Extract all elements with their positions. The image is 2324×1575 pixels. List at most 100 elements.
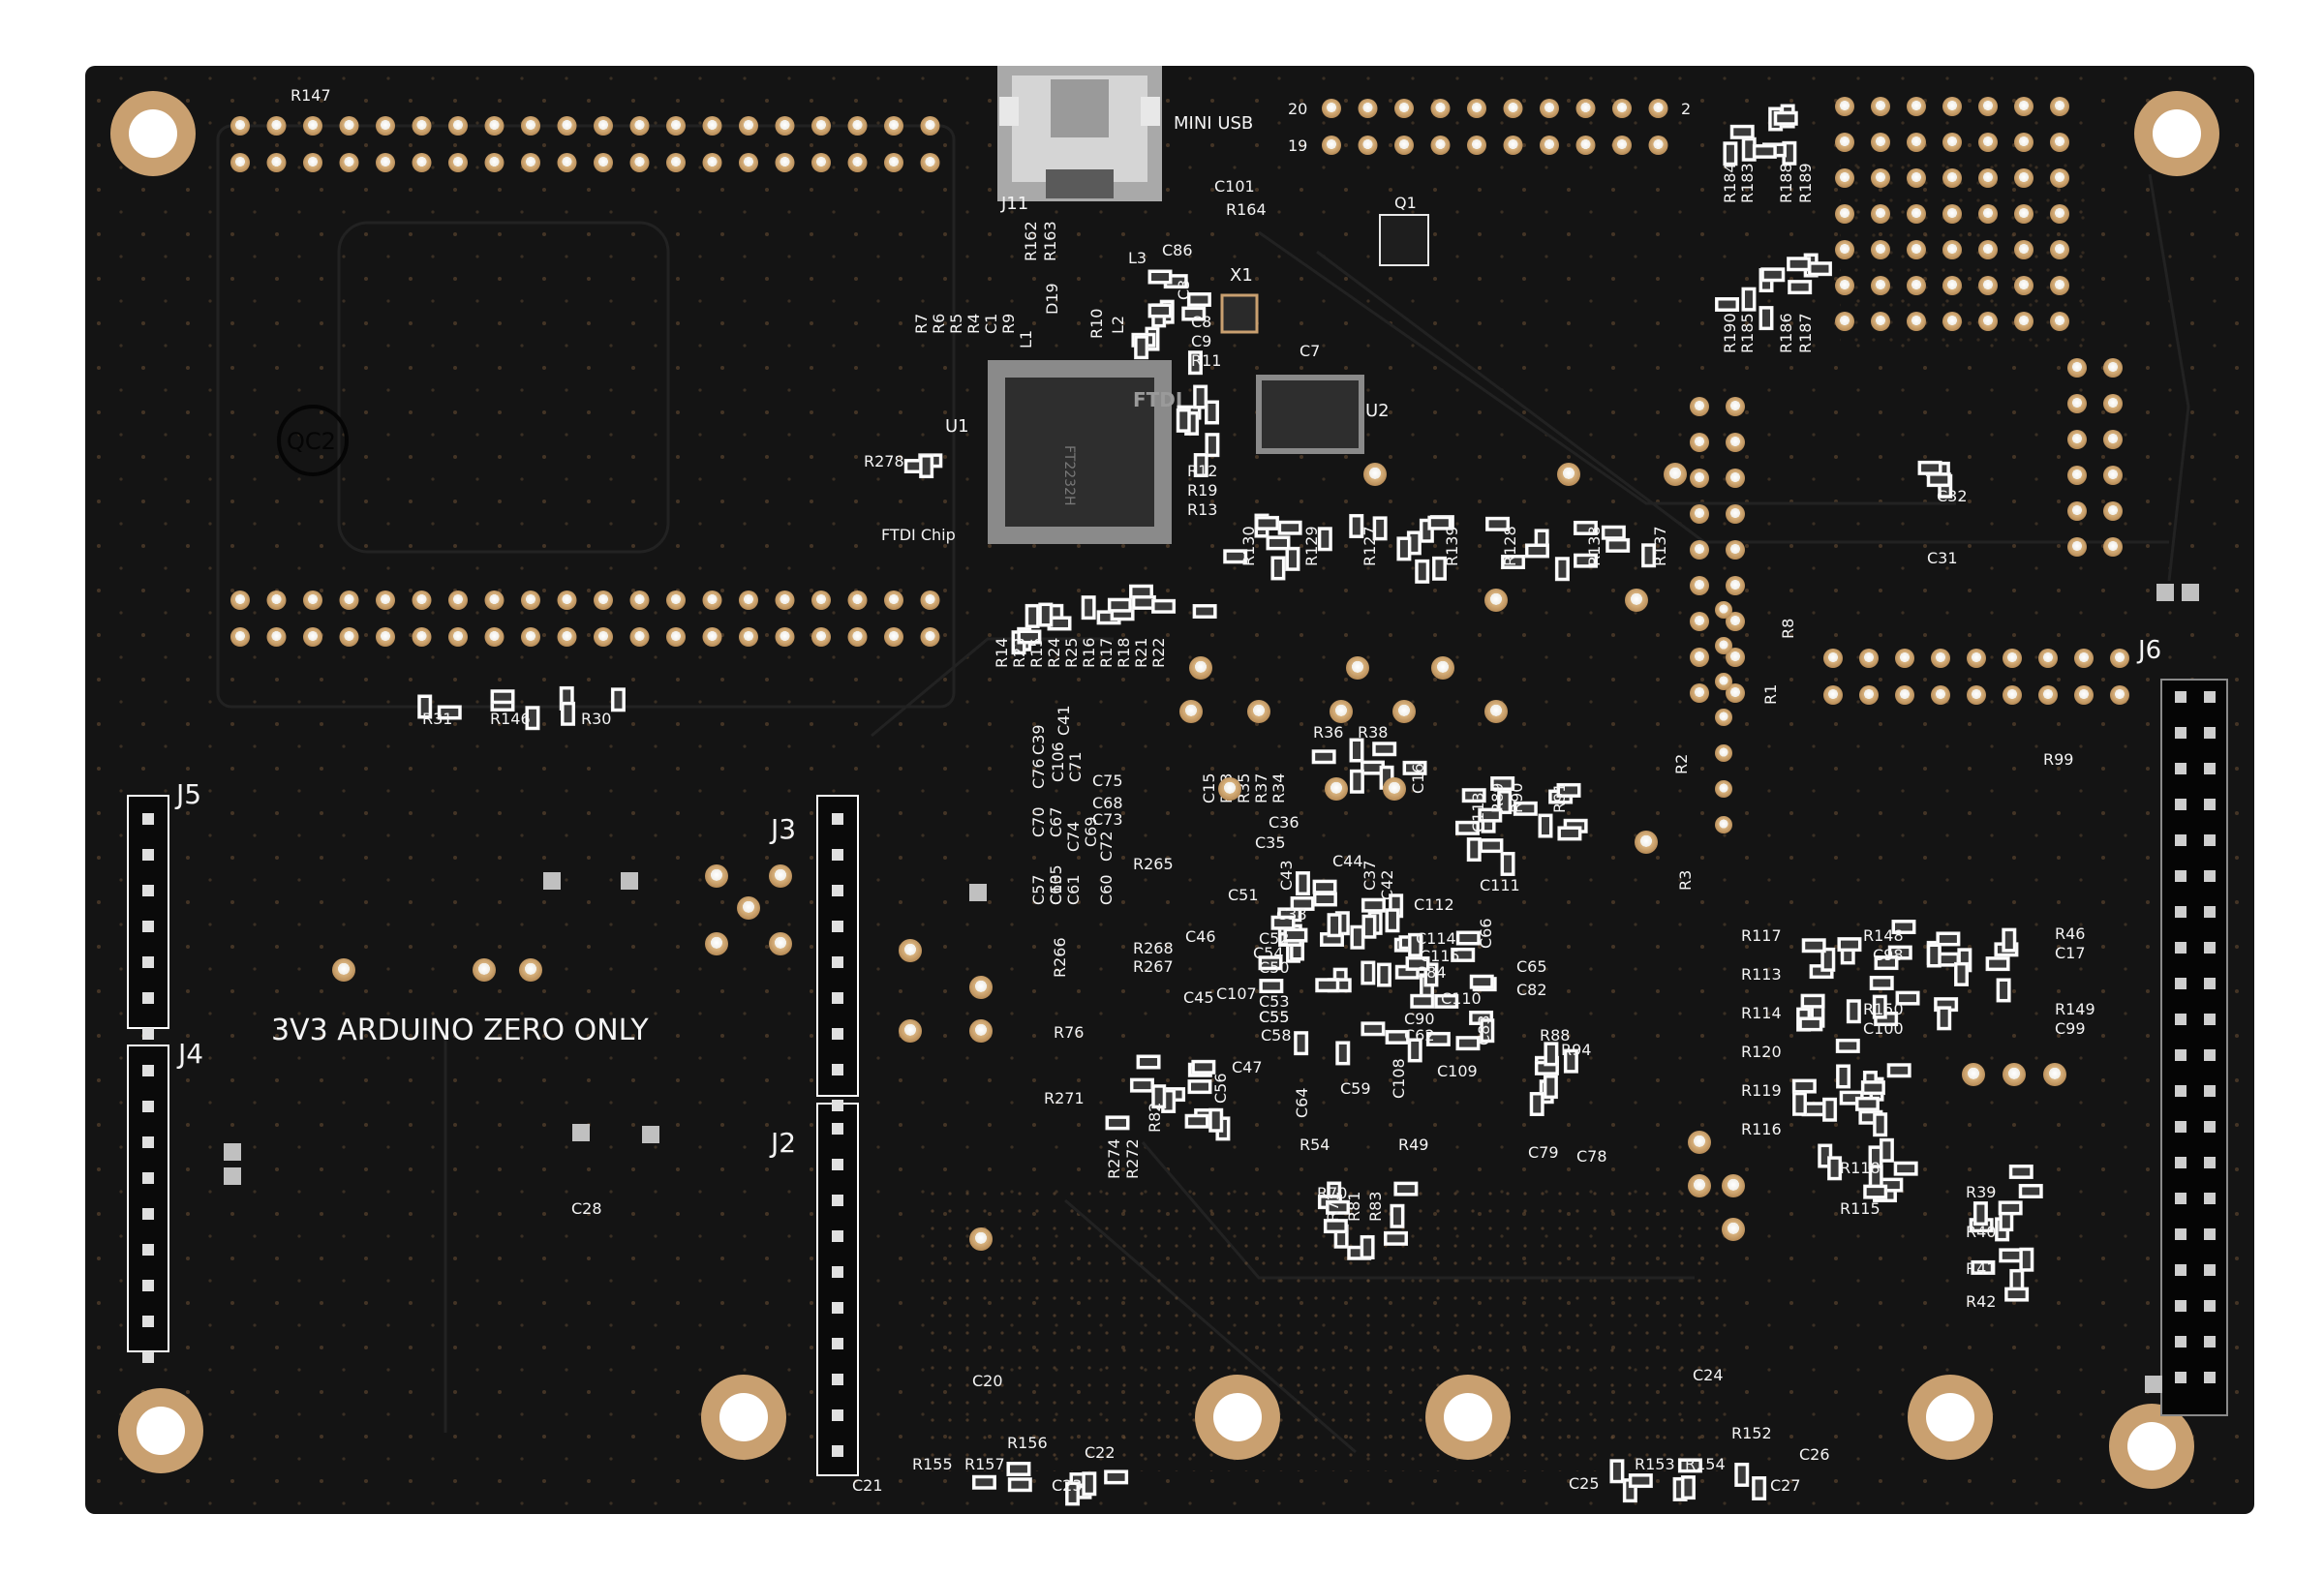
designator-label: C22 xyxy=(1085,1443,1116,1462)
header-j4 xyxy=(127,1045,169,1352)
designator-label: C112 xyxy=(1414,895,1454,914)
designator-label: C36 xyxy=(1269,813,1300,832)
designator-label: C50 xyxy=(1259,958,1290,977)
designator-label: C27 xyxy=(1770,1476,1801,1495)
designator-label: R1 xyxy=(1761,684,1780,705)
designator-label: C60 xyxy=(1097,874,1116,905)
pin-row-right xyxy=(1823,649,2129,705)
designator-label: C90 xyxy=(1404,1010,1435,1028)
designator-label: R35 xyxy=(1235,773,1253,803)
designator-label: R24 xyxy=(1045,638,1063,668)
smd-cluster xyxy=(417,104,2043,1506)
header-j6 xyxy=(2160,679,2228,1416)
designator-label: R12 xyxy=(1187,462,1217,480)
designator-label: R185 xyxy=(1738,313,1757,353)
designator-label: R21 xyxy=(1132,638,1150,668)
j3-label: J3 xyxy=(769,813,796,845)
designator-label: C47 xyxy=(1232,1058,1263,1076)
designator-label: C106 xyxy=(1049,742,1067,782)
designator-label: R14 xyxy=(993,638,1011,668)
designator-label: C100 xyxy=(1863,1019,1904,1038)
designator-label: C113 xyxy=(1469,792,1487,833)
designator-label: C24 xyxy=(1693,1366,1724,1384)
designator-label: R274 xyxy=(1105,1138,1123,1179)
u2-label: U2 xyxy=(1365,401,1390,421)
pin-column-center xyxy=(1690,397,1745,833)
designator-label: C69 xyxy=(1082,816,1100,847)
designator-label: R42 xyxy=(1966,1292,1996,1311)
designator-label: R38 xyxy=(1358,723,1388,742)
designator-label: R137 xyxy=(1651,526,1669,566)
designator-label: C61 xyxy=(1064,874,1083,905)
designator-label: C46 xyxy=(1185,927,1216,946)
pin-grid-top-right xyxy=(1835,97,2069,331)
designator-label: C66 xyxy=(1477,918,1495,949)
designator-label: R39 xyxy=(1966,1183,1996,1201)
mini-usb-connector xyxy=(997,66,1162,201)
designator-label: R4 xyxy=(964,314,983,334)
designator-label: C86 xyxy=(1162,241,1193,259)
designator-label: R156 xyxy=(1007,1434,1048,1452)
designator-label: C17 xyxy=(2055,944,2086,962)
designator-label: C1 xyxy=(982,314,1000,334)
designator-label: C43 xyxy=(1277,860,1296,891)
designator-label: R11 xyxy=(1191,351,1221,370)
designator-label: D19 xyxy=(1043,283,1061,315)
designator-label: R82 xyxy=(1146,1103,1164,1133)
crystal xyxy=(1220,293,1259,334)
designator-label: C55 xyxy=(1259,1008,1290,1026)
designator-label: C37 xyxy=(1361,860,1379,891)
header-j3 xyxy=(816,795,859,1097)
designator-label: C26 xyxy=(1799,1445,1830,1464)
designator-label: R6 xyxy=(930,314,948,334)
chip-brand: FTDI xyxy=(1133,388,1182,411)
designator-label: C108 xyxy=(1390,1058,1408,1099)
designator-label: C38 xyxy=(1276,905,1307,924)
designator-label: R3 xyxy=(1676,870,1695,891)
designator-label: R94 xyxy=(1561,1041,1591,1059)
designator-label: R76 xyxy=(1054,1023,1084,1042)
designator-label: R115 xyxy=(1840,1199,1881,1218)
designator-label: C39 xyxy=(1029,724,1048,755)
designator-label: C55 xyxy=(1259,1008,1290,1026)
designator-label: C62 xyxy=(1404,1026,1435,1045)
designator-label: R46 xyxy=(2055,924,2085,943)
designator-label: R117 xyxy=(1741,926,1782,945)
pin-label-20: 20 xyxy=(1288,100,1307,118)
designator-label: C110 xyxy=(1441,989,1482,1008)
designator-label: C70 xyxy=(1029,806,1048,837)
qc-label: QC2 xyxy=(287,428,336,455)
designator-label: C83 xyxy=(1475,1015,1493,1045)
designator-label: R128 xyxy=(1501,526,1519,566)
designator-label: C74 xyxy=(1064,821,1083,852)
ftdi-label: FTDI Chip xyxy=(881,526,956,544)
j2-label: J2 xyxy=(769,1127,796,1159)
designator-label: R152 xyxy=(1731,1424,1772,1442)
designator-label: R49 xyxy=(1398,1136,1428,1154)
designator-label: R25 xyxy=(1062,638,1081,668)
designator-label: R139 xyxy=(1443,526,1461,566)
q1-label: Q1 xyxy=(1394,194,1417,212)
designator-label: R130 xyxy=(1239,526,1258,566)
designator-label: R7 xyxy=(912,314,931,334)
designator-label: R13 xyxy=(1187,500,1217,519)
designator-label: C63 xyxy=(1047,874,1065,905)
designator-label: C16 xyxy=(1409,763,1427,794)
designator-label: C65 xyxy=(1516,957,1547,976)
designator-label: C72 xyxy=(1097,831,1116,862)
designator-label: R162 xyxy=(1022,221,1040,261)
designator-label: R81 xyxy=(1345,1192,1363,1222)
designator-label: R2 xyxy=(1672,754,1691,774)
pin-label-2: 2 xyxy=(1681,100,1691,118)
designator-label: C64 xyxy=(1293,1087,1311,1118)
designator-label: R119 xyxy=(1741,1081,1782,1100)
designator-label: R19 xyxy=(1187,481,1217,500)
designator-label: R268 xyxy=(1133,939,1174,957)
designator-label: R190 xyxy=(1721,313,1739,353)
designator-label: C42 xyxy=(1378,869,1396,900)
designator-label: C8 xyxy=(1191,313,1211,331)
u2-chip xyxy=(1256,375,1364,454)
designator-label: C9 xyxy=(1191,332,1211,350)
designator-label: R83 xyxy=(1366,1192,1385,1222)
